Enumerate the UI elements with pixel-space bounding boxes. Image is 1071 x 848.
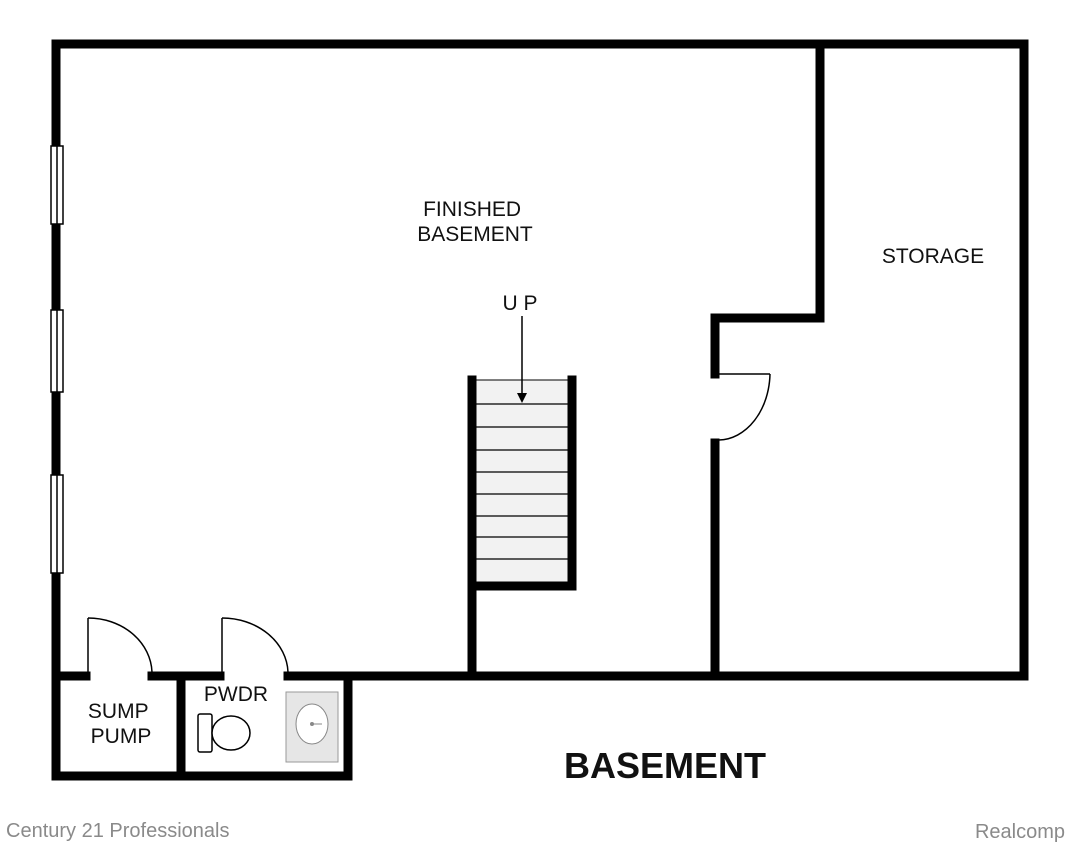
powder-room-label: PWDR (204, 683, 268, 706)
mls-credit: Realcomp (974, 821, 1065, 843)
sink-icon (285, 691, 339, 763)
floor-title: BASEMENT (564, 745, 766, 786)
sump-pump-label: SUMP PUMP (88, 700, 154, 748)
stairs (467, 316, 577, 681)
powder-room-door (221, 617, 289, 673)
up-arrow-head (517, 393, 527, 403)
brokerage-credit: Century 21 Professionals (6, 820, 230, 842)
stair-run (475, 379, 573, 585)
finished-basement-label: FINISHED BASEMENT (417, 198, 533, 246)
stairs-label: U P (502, 292, 537, 315)
storage-door (718, 373, 771, 441)
toilet-icon (197, 713, 251, 753)
sump-pump-door (87, 617, 153, 673)
windows (50, 145, 64, 574)
storage-label: STORAGE (882, 245, 984, 268)
storage-walls (710, 43, 825, 681)
